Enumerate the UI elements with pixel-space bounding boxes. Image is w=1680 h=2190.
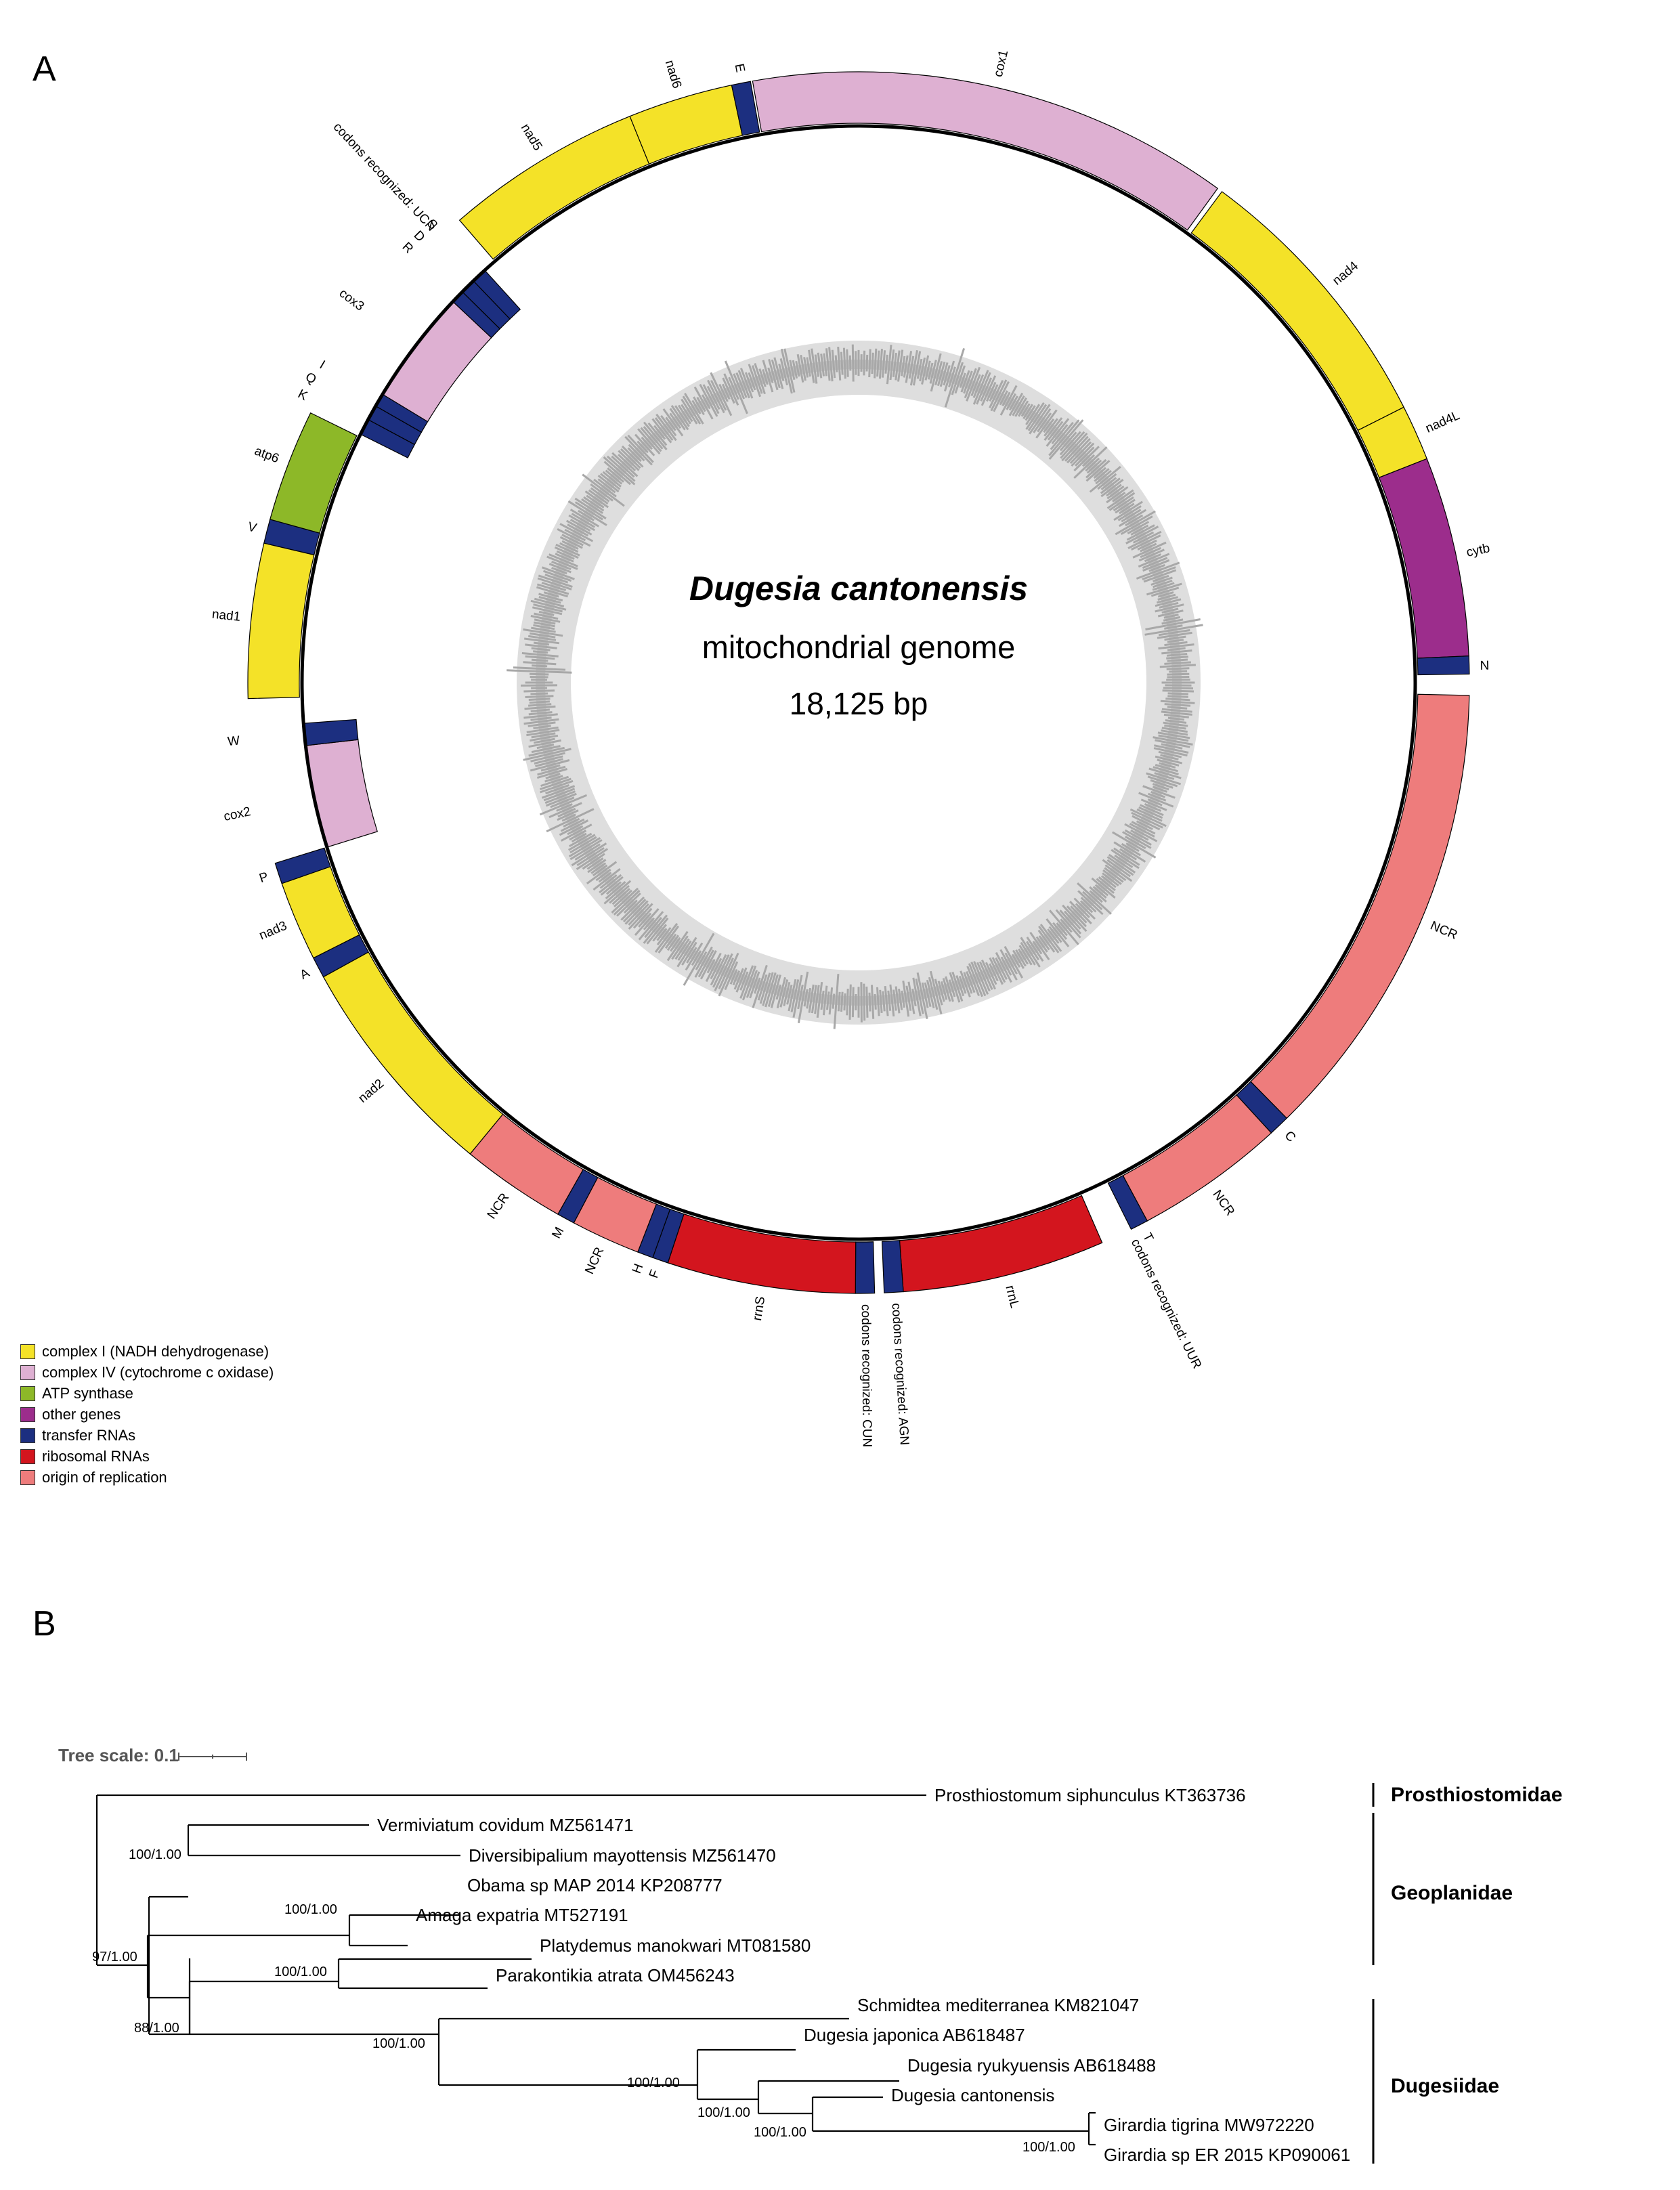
tree-branches-detail — [146, 1914, 1096, 2146]
gene-block-e — [731, 81, 760, 136]
gc-inner — [571, 395, 1146, 970]
taxon-label: Girardia sp ER 2015 KP090061 — [1104, 2145, 1350, 2165]
legend-swatch — [20, 1344, 35, 1359]
support-value: 100/1.00 — [372, 2036, 425, 2051]
species-name: Dugesia cantonensis — [689, 570, 1028, 607]
family-geoplanidae: Geoplanidae — [1391, 1882, 1513, 1904]
legend-swatch — [20, 1448, 35, 1464]
family-prosthiostomidae: Prosthiostomidae — [1391, 1784, 1562, 1806]
panel-a-letter: A — [33, 49, 56, 89]
taxon-label: Obama sp MAP 2014 KP208777 — [467, 1875, 723, 1895]
gene-block-p — [274, 847, 331, 884]
support-value: 97/1.00 — [92, 1950, 137, 1964]
gene-block-w — [304, 718, 359, 746]
support-value: 100/1.00 — [754, 2125, 806, 2140]
gene-block-n — [1417, 656, 1470, 676]
taxon-label: Prosthiostomum siphunculus KT363736 — [934, 1785, 1246, 1805]
gene-block-s1 — [473, 270, 521, 320]
panel-b-letter: B — [33, 1604, 56, 1644]
support-value: 100/1.00 — [697, 2105, 750, 2120]
tree-scale-label: Tree scale: 0.1 — [58, 1745, 179, 1765]
gene-ring — [247, 71, 1470, 1294]
gene-block-atp6 — [270, 412, 358, 534]
genome-size: 18,125 bp — [790, 686, 928, 721]
legend-item: transfer RNAs — [20, 1425, 274, 1446]
gene-block-g — [881, 1240, 904, 1293]
support-value: 100/1.00 — [627, 2076, 680, 2090]
gene-label-nad1: nad1 — [211, 607, 241, 624]
gene-block-t — [1107, 1175, 1148, 1230]
support-value: 100/1.00 — [274, 1964, 327, 1979]
legend-label: complex IV (cytochrome c oxidase) — [42, 1363, 274, 1381]
taxon-label: Platydemus manokwari MT081580 — [540, 1935, 811, 1956]
support-value: 100/1.00 — [284, 1902, 337, 1917]
gene-label-e: E — [732, 62, 748, 73]
legend-label: ATP synthase — [42, 1384, 133, 1402]
taxon-label: Schmidtea mediterranea KM821047 — [857, 1995, 1139, 2015]
family-dugesiidae: Dugesiidae — [1391, 2075, 1499, 2097]
taxon-label: Diversibipalium mayottensis MZ561470 — [469, 1845, 776, 1866]
gene-label-n: N — [1480, 659, 1489, 673]
taxon-label: Dugesia cantonensis — [891, 2085, 1054, 2105]
legend-label: other genes — [42, 1405, 121, 1423]
gc-band — [536, 360, 1182, 1006]
genome-type: mitochondrial genome — [702, 629, 1015, 665]
legend-item: origin of replication — [20, 1467, 274, 1488]
legend-label: complex I (NADH dehydrogenase) — [42, 1342, 270, 1360]
gc-content-track — [507, 341, 1203, 1029]
legend-item: complex I (NADH dehydrogenase) — [20, 1341, 274, 1362]
legend-swatch — [20, 1407, 35, 1422]
taxon-label: Dugesia japonica AB618487 — [804, 2025, 1025, 2045]
legend-item: ATP synthase — [20, 1383, 274, 1404]
legend-swatch — [20, 1365, 35, 1380]
codon-label: codons recognized: CUN — [859, 1304, 874, 1447]
tree-labels: Prosthiostomum siphunculus KT363736Vermi… — [377, 1785, 1350, 2165]
tree-scale-bar — [178, 1753, 247, 1761]
legend-swatch — [20, 1469, 35, 1485]
gene-block-cox1 — [752, 71, 1219, 231]
legend: complex I (NADH dehydrogenase) complex I… — [20, 1341, 274, 1488]
genome-backbone — [300, 124, 1417, 1241]
support-value: 88/1.00 — [134, 2021, 179, 2036]
support-values: 100/1.00 100/1.00 100/1.00 97/1.00 88/1.00 10… — [92, 1847, 1075, 2155]
support-value: 100/1.00 — [129, 1847, 181, 1862]
legend-label: ribosomal RNAs — [42, 1447, 150, 1465]
legend-swatch — [20, 1427, 35, 1443]
legend-item: complex IV (cytochrome c oxidase) — [20, 1362, 274, 1383]
support-value: 100/1.00 — [1022, 2140, 1075, 2155]
genome-map: cox1nad4nad4LcytbNNCRCNCRTrrnLrrnSFHNCRM… — [211, 49, 1491, 1447]
tree-branches — [95, 1794, 926, 2036]
legend-item: ribosomal RNAs — [20, 1446, 274, 1467]
legend-label: transfer RNAs — [42, 1426, 136, 1444]
legend-label: origin of replication — [42, 1468, 167, 1486]
legend-swatch — [20, 1386, 35, 1401]
taxon-label: Parakontikia atrata OM456243 — [496, 1965, 735, 1985]
gene-label-p: P — [257, 869, 270, 886]
taxon-label: Vermiviatum covidum MZ561471 — [377, 1815, 634, 1835]
legend-item: other genes — [20, 1404, 274, 1425]
taxon-label: Dugesia ryukyuensis AB618488 — [907, 2055, 1156, 2076]
gene-label-v: V — [246, 519, 259, 536]
taxon-label: Amaga expatria MT527191 — [416, 1905, 628, 1925]
taxon-label: Girardia tigrina MW972220 — [1104, 2115, 1314, 2135]
gene-label-w: W — [227, 733, 240, 749]
